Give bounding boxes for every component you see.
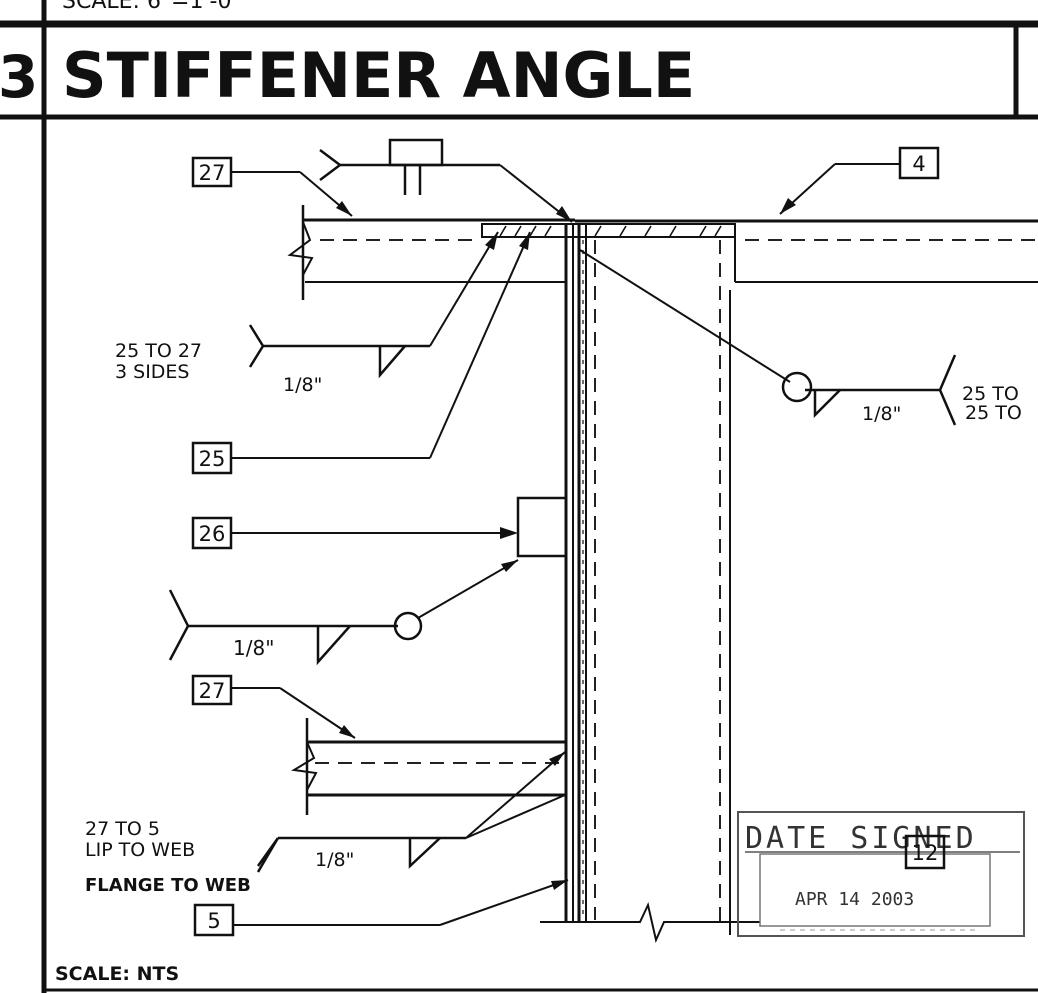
weld-note-2-line1: 25 TO	[962, 383, 1019, 405]
weld-note-1-size: 1/8"	[283, 374, 322, 396]
weld-note-25-to-27: 25 TO 27 3 SIDES 1/8"	[115, 231, 499, 396]
tag-12-box	[904, 834, 946, 870]
field-bolt-symbol	[319, 138, 573, 223]
scale-bottom-label: SCALE: NTS	[55, 963, 179, 985]
stamp-date: APR 14 2003	[795, 889, 914, 910]
detail-title: STIFFENER ANGLE	[62, 39, 695, 112]
break-line-bottom	[540, 901, 760, 944]
stamp-label: DATE SIGNED	[745, 821, 977, 856]
tag-27-bottom: 27	[191, 674, 356, 739]
tag-25-text: 25	[199, 447, 226, 471]
tag-5-text: 5	[207, 909, 220, 933]
detail-number: 3	[0, 43, 38, 111]
weld-note-4-size: 1/8"	[315, 849, 354, 871]
bottom-flange-plate	[291, 718, 566, 815]
weld-note-1-line1: 25 TO 27	[115, 340, 202, 362]
weld-note-27-to-5: 27 TO 5 LIP TO WEB FLANGE TO WEB 1/8"	[85, 751, 566, 896]
tag-27-top-text: 27	[199, 161, 226, 185]
date-signed-stamp: DATE SIGNED APR 14 2003 12	[737, 811, 1025, 937]
top-flange-right	[575, 219, 1038, 283]
angle-horizontal-leg	[481, 223, 736, 238]
tag-25: 25	[191, 231, 531, 475]
tag-4: 4	[779, 146, 940, 215]
top-flange-left	[287, 205, 575, 300]
weld-note-middle: 1/8"	[168, 559, 519, 666]
tag-27-top: 27	[191, 156, 353, 217]
tag-5: 5	[193, 879, 569, 937]
stiffener-angle-leg	[594, 240, 731, 935]
weld-note-3-size: 1/8"	[233, 636, 274, 660]
tag-26: 26	[191, 496, 568, 558]
scale-top-label: SCALE: 6"=1'-0"	[62, 0, 242, 14]
weld-note-25-to-right: 1/8" 25 TO 25 TO	[579, 249, 1022, 426]
weld-note-4-line1: 27 TO 5	[85, 818, 160, 840]
weld-note-4-line3: FLANGE TO WEB	[85, 875, 251, 896]
tag-4-text: 4	[912, 152, 925, 176]
tag-27-bottom-text: 27	[199, 679, 226, 703]
tag-26-text: 26	[199, 522, 226, 546]
weld-note-1-line2: 3 SIDES	[115, 361, 190, 383]
weld-note-4-line2: LIP TO WEB	[85, 839, 195, 861]
vertical-web	[564, 225, 587, 923]
weld-note-2-line2: 25 TO	[965, 402, 1022, 424]
weld-note-2-size: 1/8"	[862, 403, 901, 425]
tag-12-text: 12	[912, 841, 939, 865]
